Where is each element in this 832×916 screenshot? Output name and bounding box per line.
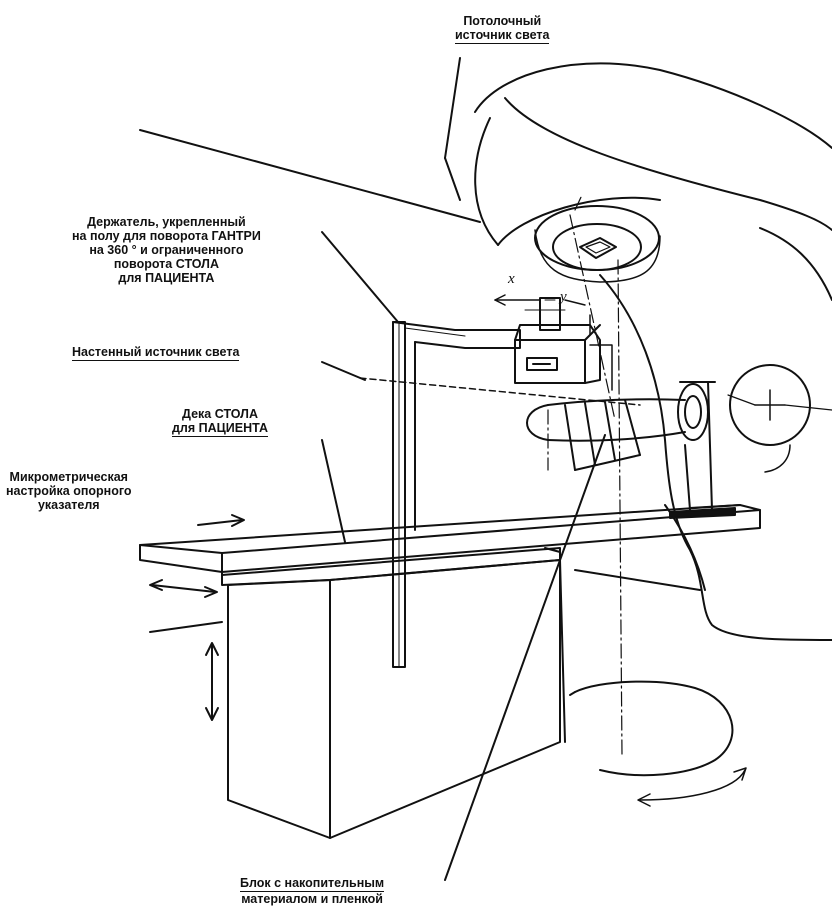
- wall-light-beam: [359, 377, 641, 406]
- x-mark: x: [508, 271, 515, 287]
- label-floor-holder-line1: Держатель, укрепленный: [87, 215, 246, 229]
- label-micrometric: Микрометрическая настройка опорного указ…: [6, 470, 132, 512]
- xy-marker-ticks: [494, 294, 591, 336]
- beam-axis: [547, 194, 623, 756]
- label-wall-light: Настенный источник света: [72, 345, 240, 361]
- wall-light-block: [514, 297, 613, 391]
- leader-lines: [139, 57, 701, 881]
- gantry-wheel: [727, 364, 832, 473]
- label-table-top-line2: для ПАЦИЕНТА: [172, 421, 269, 437]
- label-floor-holder-line3: на 360 ° и ограниченного: [89, 243, 244, 257]
- label-ceiling-light-line2: источник света: [455, 28, 550, 44]
- label-ceiling-light: Потолочный источник света: [455, 14, 550, 44]
- label-film-block-line2: материалом и пленкой: [241, 892, 383, 906]
- label-floor-holder-line2: на полу для поворота ГАНТРИ: [72, 229, 261, 243]
- label-micrometric-line2: настройка опорного: [6, 484, 132, 498]
- label-floor-holder-line4: поворота СТОЛА: [113, 257, 219, 271]
- collimator-head: [534, 205, 661, 283]
- label-film-block: Блок с накопительным материалом и пленко…: [240, 876, 385, 906]
- patient-table: [139, 504, 761, 839]
- label-film-block-line1: Блок с накопительным: [240, 876, 385, 892]
- label-table-top-line1: Дека СТОЛА: [182, 407, 258, 421]
- label-ceiling-light-line1: Потолочный: [463, 14, 542, 28]
- label-micrometric-line3: указателя: [37, 498, 100, 512]
- label-table-top: Дека СТОЛА для ПАЦИЕНТА: [172, 407, 269, 437]
- y-mark: y: [560, 289, 567, 305]
- film-cassette: [526, 381, 741, 519]
- label-floor-holder: Держатель, укрепленный на полу для повор…: [72, 215, 261, 285]
- gantry-housing: [474, 62, 832, 641]
- label-micrometric-line1: Микрометрическая: [9, 470, 128, 484]
- label-floor-holder-line5: для ПАЦИЕНТА: [118, 271, 215, 285]
- floor-rotation-ellipse: [569, 680, 747, 807]
- floor-holder-stand: [392, 321, 521, 668]
